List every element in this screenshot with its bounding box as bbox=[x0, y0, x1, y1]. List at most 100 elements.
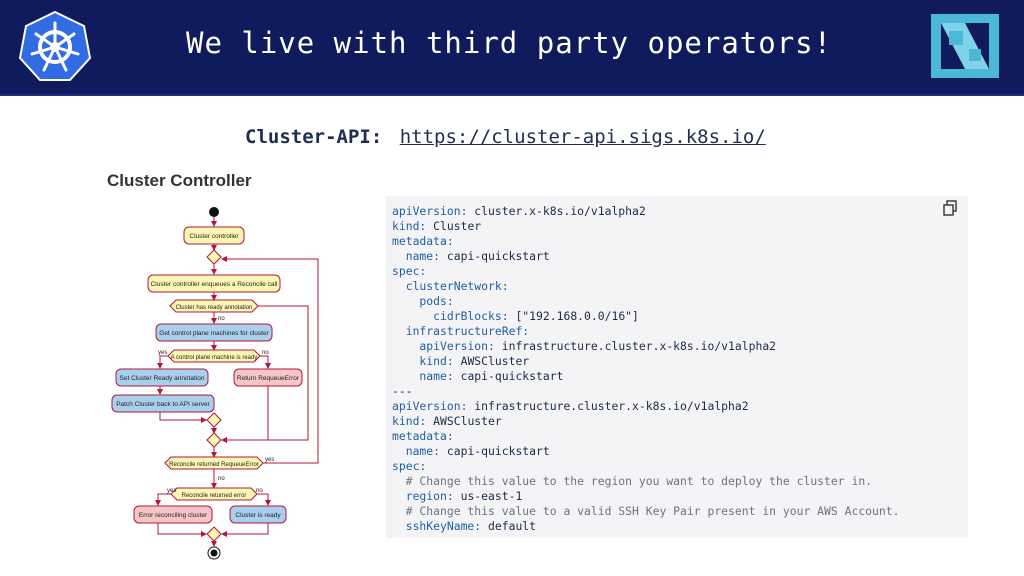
code-key: apiVersion: bbox=[392, 339, 495, 353]
code-line: kind: AWSCluster bbox=[392, 414, 968, 429]
code-value: us-east-1 bbox=[453, 489, 523, 503]
code-line: kind: AWSCluster bbox=[392, 354, 968, 369]
code-line: infrastructureRef: bbox=[392, 324, 968, 339]
code-value: infrastructure.cluster.x-k8s.io/v1alpha2 bbox=[494, 339, 777, 353]
flow-decision-has-ready: Cluster has ready annotation bbox=[169, 299, 259, 313]
header-banner: We live with third party operators! bbox=[0, 0, 1024, 96]
code-key: name: bbox=[392, 249, 441, 263]
code-line: spec: bbox=[392, 264, 968, 279]
code-line: apiVersion: infrastructure.cluster.x-k8s… bbox=[392, 339, 968, 354]
flow-decision-merge bbox=[206, 526, 222, 542]
svg-text:Cluster is ready: Cluster is ready bbox=[235, 512, 281, 519]
code-value: AWSCluster bbox=[426, 414, 502, 428]
flow-label-yes: yes bbox=[158, 350, 167, 356]
flow-label-yes: yes bbox=[167, 488, 176, 494]
code-value: AWSCluster bbox=[453, 354, 530, 368]
subtitle-label: Cluster-API: bbox=[245, 126, 383, 148]
code-line: metadata: bbox=[392, 429, 968, 444]
code-line: apiVersion: infrastructure.cluster.x-k8s… bbox=[392, 399, 968, 414]
section-heading: Cluster Controller bbox=[107, 171, 252, 190]
code-key: clusterNetwork: bbox=[392, 279, 509, 293]
code-value: capi-quickstart bbox=[440, 444, 550, 458]
flow-decision-merge bbox=[206, 249, 222, 265]
flow-node-is-ready: Cluster is ready bbox=[229, 505, 287, 524]
page-title: We live with third party operators! bbox=[186, 26, 833, 60]
svg-text:Get control plane machines for: Get control plane machines for cluster bbox=[159, 330, 269, 337]
subtitle: Cluster-API: https://cluster-api.sigs.k8… bbox=[245, 126, 766, 148]
code-key: kind: bbox=[392, 219, 427, 233]
code-line: pods: bbox=[392, 294, 968, 309]
code-key: cidrBlocks: bbox=[392, 309, 509, 323]
svg-text:Error reconciling cluster: Error reconciling cluster bbox=[139, 512, 208, 519]
code-value: infrastructure.cluster.x-k8s.io/v1alpha2 bbox=[467, 399, 749, 413]
flow-decision-merge bbox=[206, 432, 222, 448]
flow-node-return-requeue: Return RequeueError bbox=[233, 368, 303, 387]
flow-decision-merge bbox=[206, 412, 222, 428]
svg-text:Cluster has ready annotation: Cluster has ready annotation bbox=[176, 305, 253, 311]
flow-node-enqueue: Cluster controller enqueues a Reconcile … bbox=[147, 274, 281, 293]
code-line: cidrBlocks: ["192.168.0.0/16"] bbox=[392, 309, 968, 324]
code-value: capi-quickstart bbox=[453, 369, 564, 383]
flow-start bbox=[209, 207, 219, 217]
code-key: kind: bbox=[392, 354, 454, 368]
code-line: # Change this value to a valid SSH Key P… bbox=[392, 504, 968, 519]
svg-text:Return RequeueError: Return RequeueError bbox=[237, 375, 300, 382]
code-line: metadata: bbox=[392, 234, 968, 249]
flow-label-no: no bbox=[218, 476, 225, 482]
cluster-controller-flowchart: Cluster controller Cluster controller en… bbox=[111, 207, 319, 560]
code-line: sshKeyName: default bbox=[392, 519, 968, 534]
flow-node-set-ready: Set Cluster Ready annotation bbox=[115, 368, 209, 387]
code-comment: # Change this value to the region you wa… bbox=[392, 474, 873, 488]
svg-text:A control plane machine is rea: A control plane machine is ready bbox=[171, 355, 258, 361]
flow-decision-cp-ready: A control plane machine is ready bbox=[167, 349, 261, 363]
code-key: pods: bbox=[392, 294, 454, 308]
code-line: apiVersion: cluster.x-k8s.io/v1alpha2 bbox=[392, 204, 968, 219]
code-line: spec: bbox=[392, 459, 968, 474]
code-key: spec: bbox=[392, 264, 427, 278]
code-comment: # Change this value to a valid SSH Key P… bbox=[392, 504, 900, 518]
flow-node-error-reconciling: Error reconciling cluster bbox=[133, 505, 213, 524]
code-key: metadata: bbox=[392, 234, 454, 248]
code-value: ["192.168.0.0/16"] bbox=[508, 309, 639, 323]
svg-text:Patch Cluster back to API serv: Patch Cluster back to API server bbox=[116, 401, 210, 408]
flow-decision-reconcile-error: Reconcile returned error bbox=[170, 487, 258, 501]
svg-text:Set Cluster Ready annotation: Set Cluster Ready annotation bbox=[120, 375, 205, 382]
code-line: kind: Cluster bbox=[392, 219, 968, 234]
code-line: name: capi-quickstart bbox=[392, 444, 968, 459]
cluster-api-link[interactable]: https://cluster-api.sigs.k8s.io/ bbox=[399, 126, 766, 148]
code-value: Cluster bbox=[426, 219, 482, 233]
code-key: infrastructureRef: bbox=[392, 324, 530, 338]
code-line: name: capi-quickstart bbox=[392, 369, 968, 384]
flow-node-get-cp: Get control plane machines for cluster bbox=[155, 323, 273, 342]
flow-node-cluster-controller: Cluster controller bbox=[183, 226, 245, 245]
code-line: clusterNetwork: bbox=[392, 279, 968, 294]
copy-icon[interactable] bbox=[942, 200, 958, 216]
flow-label-no: no bbox=[218, 316, 225, 322]
svg-text:Reconcile returned error: Reconcile returned error bbox=[182, 493, 247, 499]
code-key: apiVersion: bbox=[392, 399, 468, 413]
code-key: name: bbox=[392, 369, 454, 383]
code-line: name: capi-quickstart bbox=[392, 249, 968, 264]
code-key: apiVersion: bbox=[392, 204, 468, 218]
flow-label-no: no bbox=[256, 488, 263, 494]
code-line: # Change this value to the region you wa… bbox=[392, 474, 968, 489]
code-key: region: bbox=[392, 489, 454, 503]
code-key: spec: bbox=[392, 459, 427, 473]
code-value: --- bbox=[392, 384, 413, 398]
code-value: capi-quickstart bbox=[440, 249, 550, 263]
svg-text:Reconcile returned RequeueErro: Reconcile returned RequeueError bbox=[169, 462, 259, 468]
code-line: --- bbox=[392, 384, 968, 399]
code-line: region: us-east-1 bbox=[392, 489, 968, 504]
svg-text:Cluster controller enqueues a: Cluster controller enqueues a Reconcile … bbox=[151, 281, 278, 288]
code-key: metadata: bbox=[392, 429, 454, 443]
code-value: cluster.x-k8s.io/v1alpha2 bbox=[467, 204, 646, 218]
cncf-logo bbox=[931, 14, 999, 78]
code-value: default bbox=[481, 519, 537, 533]
flow-node-patch: Patch Cluster back to API server bbox=[111, 394, 215, 413]
kubernetes-logo bbox=[18, 10, 92, 81]
code-key: name: bbox=[392, 444, 441, 458]
flow-label-yes: yes bbox=[265, 457, 274, 463]
svg-text:Cluster controller: Cluster controller bbox=[189, 233, 239, 240]
